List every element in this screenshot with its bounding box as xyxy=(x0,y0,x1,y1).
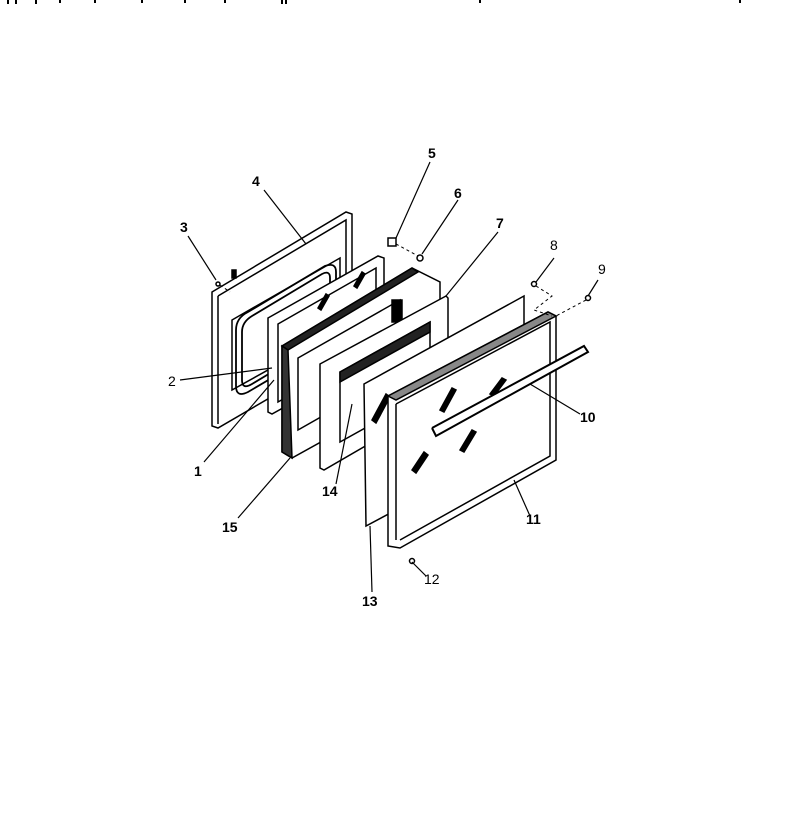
part-3-screw xyxy=(215,281,221,287)
callout-13: 13 xyxy=(362,593,378,609)
callout-8: 8 xyxy=(550,237,558,253)
callout-14: 14 xyxy=(322,483,338,499)
callout-3: 3 xyxy=(180,219,188,235)
callout-11: 11 xyxy=(526,511,541,527)
part-6-screw xyxy=(416,254,424,262)
part-11-outer-door xyxy=(386,311,558,549)
callout-15: 15 xyxy=(222,519,238,535)
callout-5: 5 xyxy=(428,145,436,161)
part-12-screw xyxy=(408,557,416,565)
callout-12: 12 xyxy=(424,571,440,587)
callout-7: 7 xyxy=(496,215,504,231)
hardware-parts xyxy=(215,237,592,565)
callout-1: 1 xyxy=(194,463,202,479)
callout-9: 9 xyxy=(598,261,606,277)
callout-10: 10 xyxy=(580,409,596,425)
callout-4: 4 xyxy=(252,173,260,189)
leader-lines xyxy=(179,161,599,593)
part-5-bracket xyxy=(387,237,397,247)
top-tick-marks xyxy=(7,0,741,4)
callout-2: 2 xyxy=(168,373,176,389)
part-8-screw xyxy=(530,280,538,288)
assembly-dashed-lines xyxy=(219,243,587,317)
part-9-screw xyxy=(584,294,592,302)
callout-6: 6 xyxy=(454,185,462,201)
part-10-door-handle xyxy=(431,344,590,438)
